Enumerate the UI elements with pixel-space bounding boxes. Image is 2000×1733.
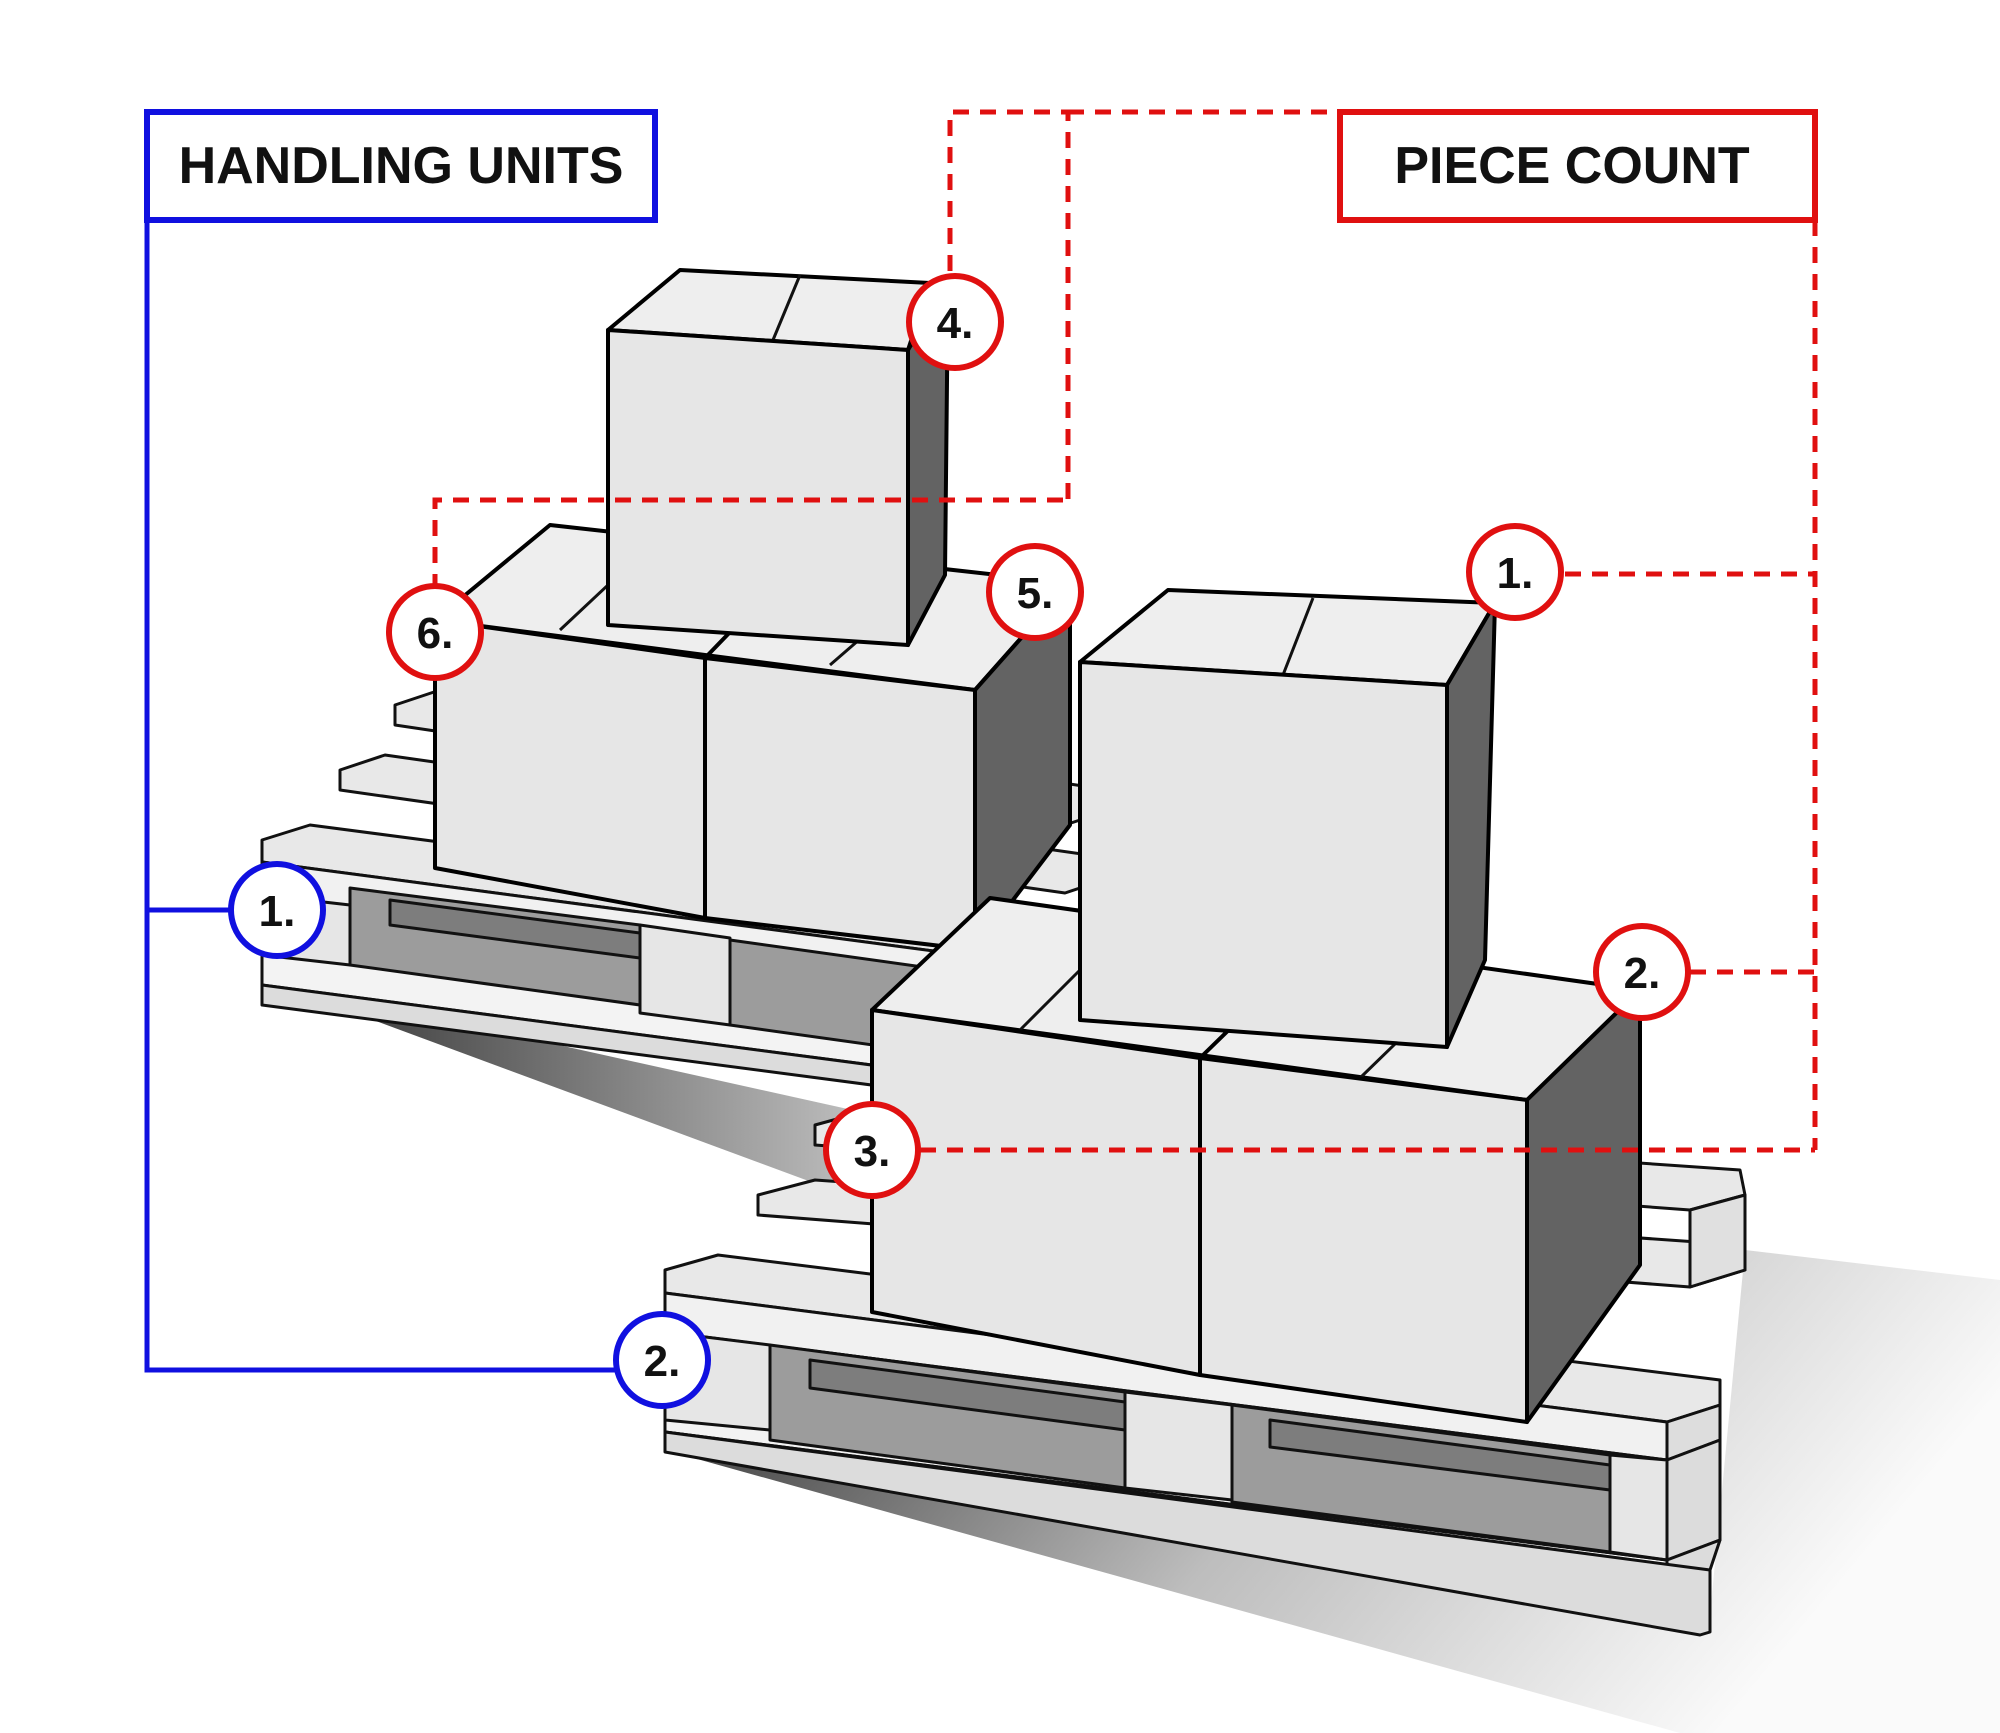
piece-count-marker-6: 6. xyxy=(386,583,484,681)
piece-count-marker-4: 4. xyxy=(906,273,1004,371)
piece-count-marker-4-label: 4. xyxy=(937,299,974,348)
piece-count-title: PIECE COUNT xyxy=(1394,137,1750,195)
piece-count-marker-2: 2. xyxy=(1593,923,1691,1021)
piece-count-marker-3: 3. xyxy=(823,1101,921,1199)
piece-count-marker-5: 5. xyxy=(986,543,1084,641)
piece-count-marker-3-label: 3. xyxy=(854,1127,891,1176)
handling-unit-marker-2-label: 2. xyxy=(644,1337,681,1386)
handling-units-title: HANDLING UNITS xyxy=(179,137,624,195)
piece-count-marker-2-label: 2. xyxy=(1624,949,1661,998)
handling-units-title-box: HANDLING UNITS xyxy=(144,109,658,223)
piece-count-marker-5-label: 5. xyxy=(1017,569,1054,618)
pallet-2-boxes xyxy=(870,588,1642,1424)
piece-count-marker-6-label: 6. xyxy=(417,609,454,658)
handling-unit-marker-1-label: 1. xyxy=(259,887,296,936)
handling-units-connectors xyxy=(144,220,615,1373)
piece-count-marker-1: 1. xyxy=(1466,523,1564,621)
piece-count-title-box: PIECE COUNT xyxy=(1337,109,1818,223)
pallet-1-boxes xyxy=(433,268,1072,952)
piece-count-marker-1-label: 1. xyxy=(1497,549,1534,598)
piece-count-connectors xyxy=(432,109,1818,1153)
handling-unit-marker-1: 1. xyxy=(228,861,326,959)
handling-unit-marker-2: 2. xyxy=(613,1311,711,1409)
